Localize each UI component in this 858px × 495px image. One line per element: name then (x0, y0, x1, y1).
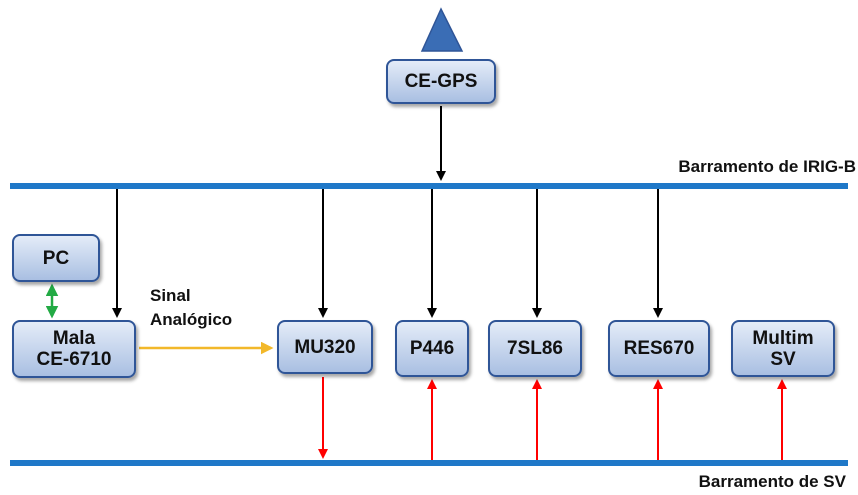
p446-label: P446 (409, 338, 455, 359)
mala-label-line1: Mala (52, 328, 96, 349)
multim-sv-node: Multim SV (731, 320, 835, 377)
analog-signal-label: Sinal Analógico (150, 284, 232, 332)
p446-node: P446 (395, 320, 469, 377)
pc-label: PC (42, 247, 70, 269)
mala-ce-6710-node: Mala CE-6710 (12, 320, 136, 378)
irig-b-bus-label: Barramento de IRIG-B (678, 157, 856, 176)
mu320-node: MU320 (277, 320, 373, 374)
pc-node: PC (12, 234, 100, 282)
ce-gps-label: CE-GPS (404, 71, 478, 92)
7sl86-node: 7SL86 (488, 320, 582, 377)
res670-label: RES670 (623, 338, 695, 359)
mala-label-line2: CE-6710 (36, 349, 112, 370)
multim-label-line1: Multim (752, 327, 814, 349)
analog-label-line2: Analógico (150, 310, 233, 329)
mu320-label: MU320 (294, 336, 356, 358)
res670-node: RES670 (608, 320, 710, 377)
sv-bus-label: Barramento de SV (698, 472, 846, 491)
multim-label-line2: SV (770, 348, 796, 370)
7sl86-label: 7SL86 (507, 338, 563, 359)
ce-gps-node: CE-GPS (386, 59, 496, 104)
gps-antenna-icon (420, 7, 464, 52)
analog-label-line1: Sinal (150, 286, 191, 305)
